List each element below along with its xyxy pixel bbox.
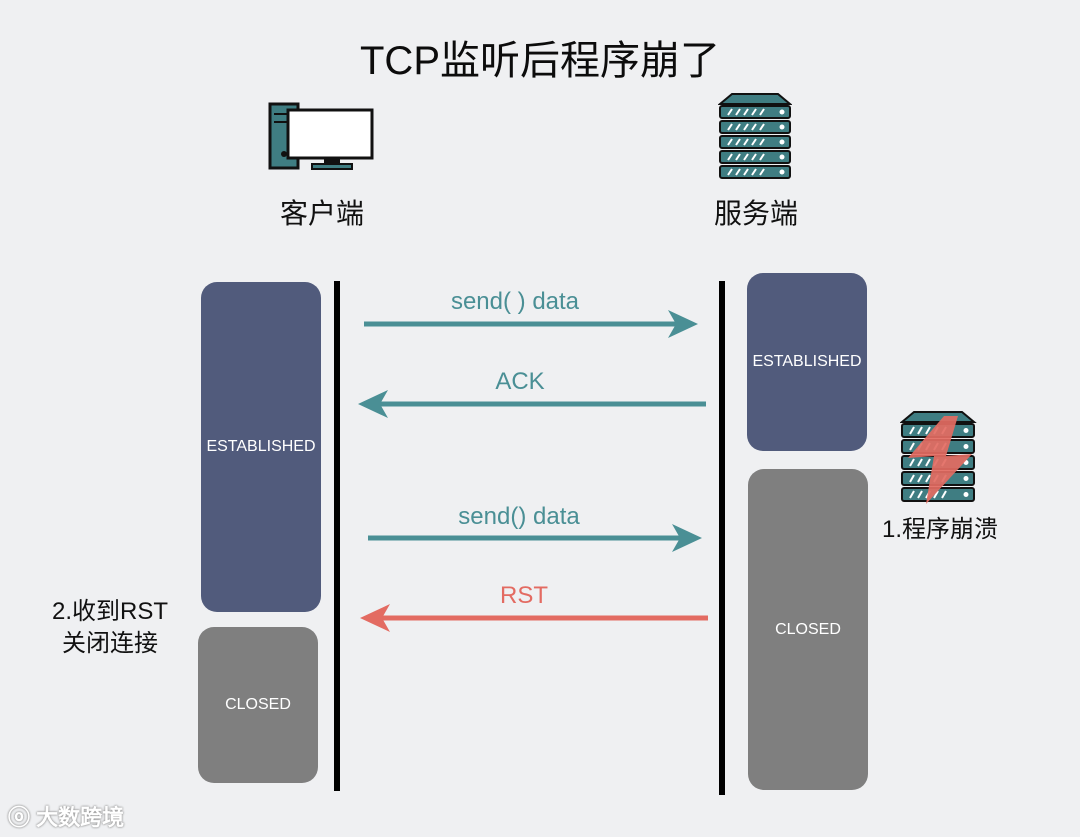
- server-closed-box: CLOSED: [748, 469, 868, 790]
- server-closed-label: CLOSED: [775, 620, 841, 638]
- rst-arrow: [360, 604, 708, 632]
- diagram-title: TCP监听后程序崩了: [360, 39, 720, 83]
- rst-label: RST: [500, 582, 548, 609]
- send2-arrow: [368, 524, 702, 552]
- client-closed-box: CLOSED: [198, 627, 318, 783]
- client-rst-note-line1: 2.收到RST: [51, 598, 168, 625]
- server-established-box: ESTABLISHED: [747, 273, 867, 451]
- send2-label: send() data: [458, 503, 580, 530]
- client-rst-note-line2: 关闭连接: [62, 630, 158, 657]
- client-timeline: [334, 281, 340, 791]
- client-established-label: ESTABLISHED: [206, 438, 316, 455]
- client-established-box: ESTABLISHED: [201, 282, 321, 612]
- send1-label: send( ) data: [450, 288, 580, 315]
- client-label: 客户端: [279, 198, 364, 229]
- crashed-server-icon: [900, 410, 980, 506]
- ack-arrow: [358, 390, 706, 418]
- server-timeline: [719, 281, 725, 795]
- watermark-text: 大数跨境: [36, 805, 125, 830]
- client-closed-label: CLOSED: [225, 696, 291, 713]
- computer-icon: [268, 102, 378, 172]
- watermark-logo-icon: ⓞ: [8, 805, 37, 830]
- server-icon: [718, 92, 792, 180]
- watermark: ⓞ 大数跨境: [8, 800, 124, 832]
- ack-label: ACK: [495, 368, 545, 395]
- server-label: 服务端: [713, 198, 798, 229]
- server-established-label: ESTABLISHED: [752, 353, 862, 370]
- send1-arrow: [364, 310, 698, 338]
- server-crash-note: 1.程序崩溃: [881, 516, 998, 543]
